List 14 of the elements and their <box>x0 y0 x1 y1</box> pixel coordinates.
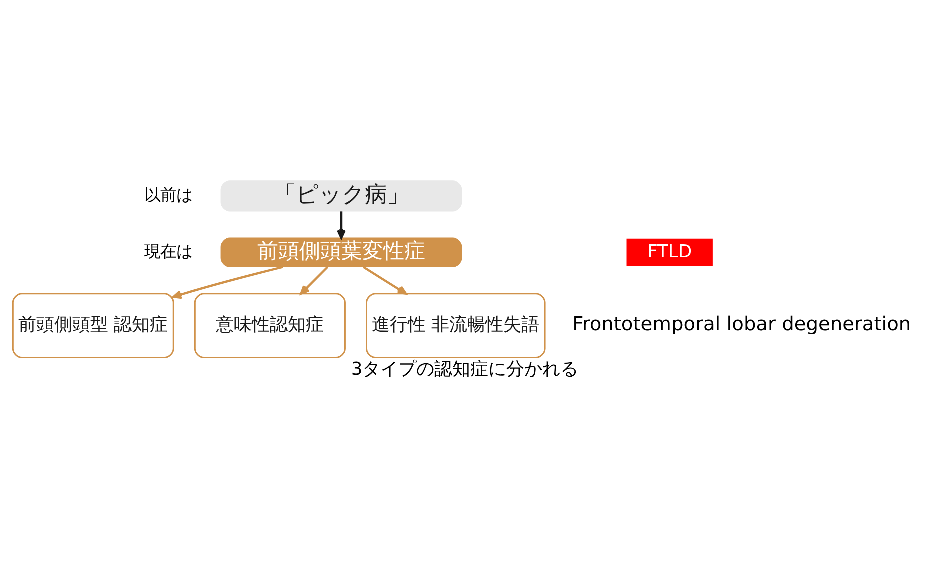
arrow <box>362 266 408 294</box>
node-box: 前頭側頭葉変性症 <box>220 237 462 268</box>
node-box: 進行性 非流暢性失語 <box>366 292 546 358</box>
arrow <box>172 266 284 299</box>
node-box: 前頭側頭型 認知症 <box>12 292 174 358</box>
node-box: 「ピック病」 <box>220 180 462 212</box>
caption: 3タイプの認知症に分かれる <box>351 358 579 380</box>
node-label: 以前は <box>144 184 192 204</box>
arrow <box>337 211 346 239</box>
node-box: FTLD <box>626 238 713 266</box>
label: Frontotemporal lobar degeneration <box>572 312 912 336</box>
arrow <box>300 266 329 294</box>
node-box: 意味性認知症 <box>194 292 346 358</box>
node-label: 現在は <box>144 241 192 260</box>
